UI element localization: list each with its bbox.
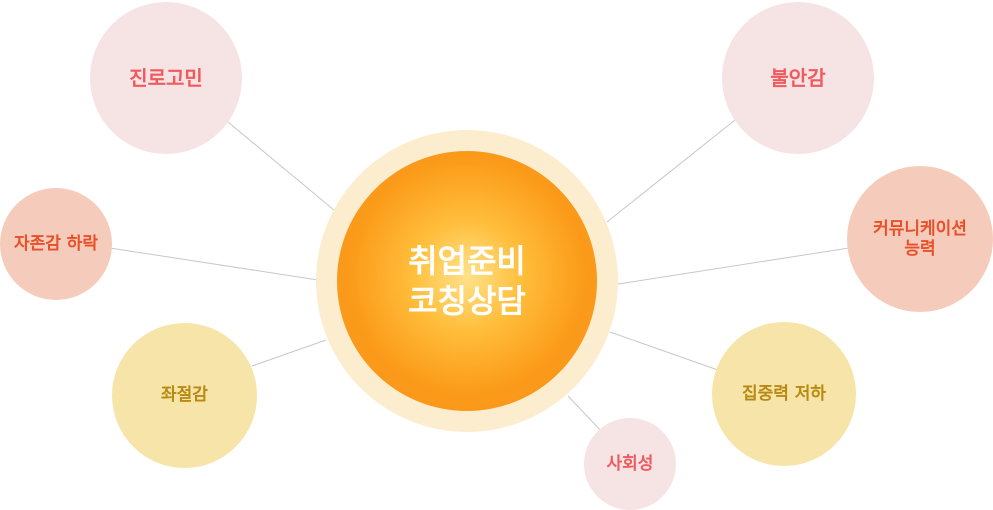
node-concentration-drop: 집중력 저하 bbox=[712, 322, 856, 466]
center-title-line1: 취업준비 bbox=[408, 242, 526, 280]
node-sociability: 사회성 bbox=[584, 418, 676, 510]
node-anxiety: 불안감 bbox=[722, 2, 874, 154]
node-frustration: 좌절감 bbox=[112, 323, 257, 468]
node-label: 집중력 저하 bbox=[741, 383, 827, 404]
node-label: 좌절감 bbox=[161, 385, 208, 406]
center-title-line2: 코칭상담 bbox=[408, 282, 526, 320]
node-self-esteem-drop: 자존감 하락 bbox=[0, 188, 112, 300]
node-career-concern: 진로고민 bbox=[90, 2, 242, 154]
node-label: 자존감 하락 bbox=[13, 233, 99, 254]
connector-line bbox=[617, 247, 850, 285]
node-label-line1: 커뮤니케이션 bbox=[873, 218, 967, 239]
node-label: 사회성 bbox=[606, 453, 654, 474]
node-communication-skill: 커뮤니케이션 능력 bbox=[847, 166, 993, 312]
connector-line bbox=[567, 395, 605, 435]
center-node: 취업준비 코칭상담 bbox=[337, 151, 597, 411]
node-label: 진로고민 bbox=[129, 66, 203, 90]
node-label: 커뮤니케이션 능력 bbox=[873, 219, 967, 260]
node-label-line2: 능력 bbox=[904, 239, 936, 259]
connector-line bbox=[606, 119, 736, 223]
connector-line bbox=[251, 339, 327, 367]
connector-line bbox=[109, 247, 319, 281]
node-label: 불안감 bbox=[770, 66, 826, 90]
connector-line bbox=[609, 331, 719, 371]
connector-line bbox=[227, 121, 335, 211]
